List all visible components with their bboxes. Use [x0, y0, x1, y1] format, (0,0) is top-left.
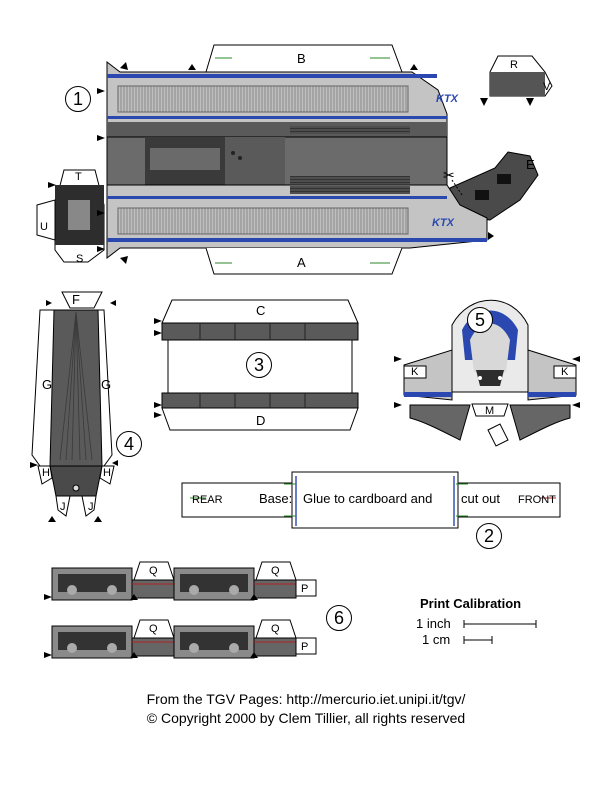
label-p-2: P [301, 641, 309, 653]
part-number-4: 4 [116, 431, 142, 457]
label-q-2: Q [271, 565, 280, 577]
label-a: A [297, 255, 306, 270]
label-k-left: K [411, 366, 419, 378]
label-h-right: H [103, 467, 111, 479]
label-j-left: J [60, 501, 66, 513]
part-number-1: 1 [65, 86, 91, 112]
base-rear-label: REAR [192, 494, 223, 506]
label-m: M [485, 405, 495, 417]
label-g-right: G [101, 377, 112, 392]
label-e: E [526, 157, 535, 172]
part-1-car-body: ✂ [36, 44, 553, 275]
label-b: B [297, 51, 306, 66]
base-front-label: FRONT [518, 494, 556, 506]
base-instruction: Glue to cardboard and [303, 491, 433, 506]
tab-b [205, 44, 403, 73]
label-k-right: K [561, 366, 569, 378]
train-logo-lower: KTX [432, 217, 454, 229]
base-label: Base: [259, 491, 293, 506]
part-6-bogies [44, 561, 317, 659]
label-q-4: Q [271, 623, 280, 635]
label-q-1: Q [149, 565, 158, 577]
calibration-inch: 1 inch [416, 616, 451, 631]
label-r: R [510, 59, 518, 71]
part-number-2: 2 [476, 523, 502, 549]
label-p-1: P [301, 583, 309, 595]
label-j-right: J [88, 501, 94, 513]
label-s: S [76, 253, 84, 265]
credit-line-2: © Copyright 2000 by Clem Tillier, all ri… [146, 710, 466, 726]
train-logo: KTX [436, 93, 458, 105]
calibration-title: Print Calibration [420, 596, 522, 611]
credit-line-1: From the TGV Pages: http://mercurio.iet.… [146, 691, 466, 707]
svg-text:✂: ✂ [443, 167, 455, 183]
bogie-row-1 [51, 561, 317, 601]
label-v: V [543, 81, 551, 93]
label-q-3: Q [149, 623, 158, 635]
tab-a [205, 247, 403, 275]
part-number-6: 6 [326, 605, 352, 631]
label-f: F [72, 292, 80, 307]
part-number-3: 3 [246, 352, 272, 378]
calibration-cm: 1 cm [422, 632, 451, 647]
label-t: T [75, 171, 82, 183]
calibration-rulers [463, 620, 537, 644]
label-c: C [256, 303, 266, 318]
label-g-left: G [42, 377, 53, 392]
label-h-left: H [42, 467, 50, 479]
part-2-base [181, 471, 561, 529]
bogie-row-2 [51, 619, 317, 659]
part-number-5: 5 [467, 307, 493, 333]
part-5-nose [394, 299, 580, 447]
label-d: D [256, 413, 266, 428]
part-4-roof [30, 291, 118, 522]
base-cut-out: cut out [461, 491, 501, 506]
label-u: U [40, 221, 48, 233]
